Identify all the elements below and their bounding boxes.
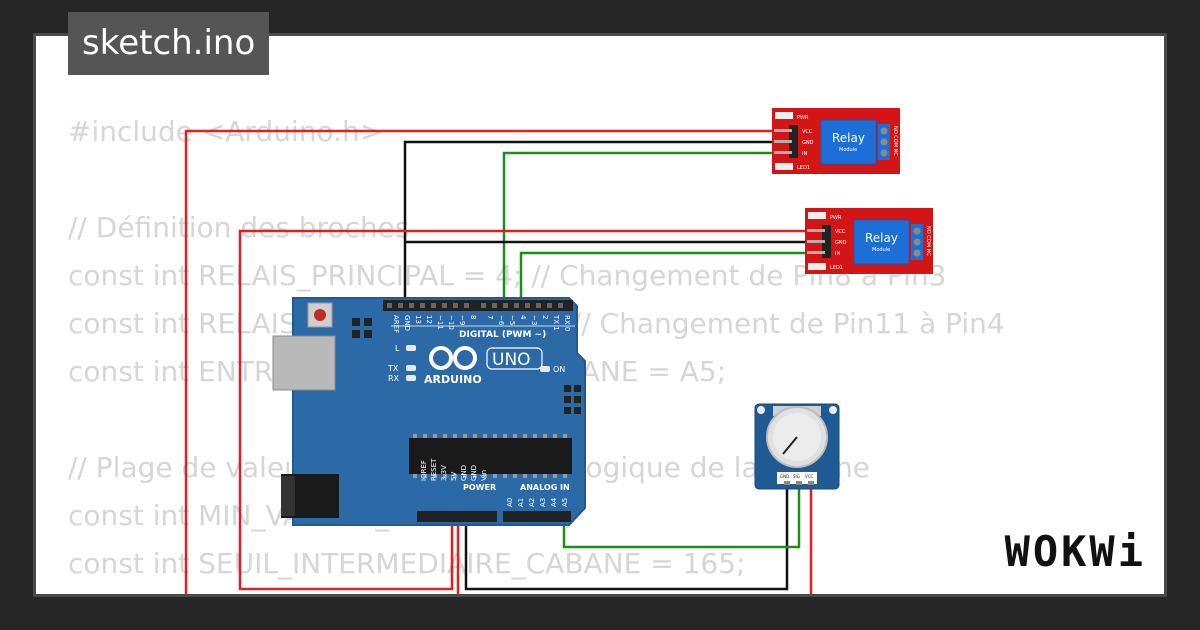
relay1-pwr-label: PWR <box>797 115 809 121</box>
power-header-label: POWER <box>463 483 496 492</box>
digital-header <box>383 300 573 311</box>
top-pin-label: TX 1 <box>552 314 560 331</box>
analog-pin-label: A3 <box>539 498 547 507</box>
power-pin-label: 3.3V <box>440 465 448 481</box>
relay2-pin-in: IN <box>835 251 840 257</box>
relay1-led-label: LED1 <box>797 165 810 171</box>
top-pin-label: 8 <box>469 315 477 319</box>
code-line: // Définition des broches <box>68 211 410 244</box>
analog-header <box>503 511 571 522</box>
analog-pin-label: A2 <box>528 498 536 507</box>
digital-header-label: DIGITAL (PWM ~) <box>459 330 546 340</box>
analog-pin-label: A4 <box>550 497 558 507</box>
wire-relay1-gnd[interactable] <box>403 140 776 307</box>
top-pin-label: 2 <box>541 315 549 319</box>
relay2-pin-vcc: VCC <box>835 229 846 235</box>
relay-module-2[interactable]: PWR LED1 VCC GND IN Relay Module NO COM … <box>805 208 933 274</box>
relay1-title: Relay <box>832 131 865 145</box>
arduino-brand: ARDUINO <box>424 373 482 386</box>
sketch-filename-tab[interactable]: sketch.ino <box>68 12 270 75</box>
power-pin-label: Vin <box>480 470 488 481</box>
wire-relay1-vcc[interactable] <box>184 129 776 597</box>
relay1-terminal-labels: NO COM NC <box>892 126 898 156</box>
code-line: const int SEUIL_INTERMEDIAIRE_CABANE = 1… <box>68 547 746 580</box>
wokwi-logo: WOKWi <box>1004 527 1146 576</box>
relay1-pin-vcc: VCC <box>802 129 813 135</box>
arduino-logo-icon <box>429 346 477 370</box>
power-pin-label: GND <box>460 465 468 481</box>
relay2-led-label: LED1 <box>830 265 843 271</box>
top-pin-label: ~6 <box>497 315 505 326</box>
wire-pot-sig[interactable] <box>562 481 801 549</box>
wire-relay2-in[interactable] <box>519 251 808 307</box>
usb-connector <box>272 335 336 391</box>
potentiometer[interactable]: GND SIG VCC <box>754 403 840 490</box>
top-pin-label: 12 <box>425 315 433 324</box>
power-pin-label: 5V <box>450 472 458 481</box>
power-header <box>417 511 497 522</box>
relay2-title: Relay <box>865 231 898 245</box>
power-pin-label: GND <box>470 465 478 481</box>
wire-relay1-in[interactable] <box>502 151 776 307</box>
analog-pin-label: A5 <box>561 498 569 507</box>
relay1-coil-block <box>820 119 877 165</box>
top-pin-label: ~3 <box>530 315 538 325</box>
analog-header-label: ANALOG IN <box>520 483 570 492</box>
relay2-terminal-labels: NO COM NC <box>925 226 931 256</box>
top-pin-label: 13 <box>414 315 422 324</box>
wire-relay2-vcc[interactable] <box>238 229 808 591</box>
pot-pin-gnd: GND <box>780 474 789 479</box>
top-pin-label: 7 <box>486 315 494 319</box>
analog-pin-label: A1 <box>517 498 525 507</box>
relay1-pin-in: IN <box>802 151 807 157</box>
wire-layer <box>184 129 813 597</box>
pot-pin-sig: SIG <box>793 474 800 479</box>
pot-pin-vcc: VCC <box>805 474 814 479</box>
top-pin-label: ~9 <box>458 315 466 325</box>
power-pin-label: IOREF <box>420 460 428 481</box>
top-pin-label: ~5 <box>508 315 516 325</box>
top-pin-label: GND <box>403 315 411 331</box>
wire-pot-gnd[interactable] <box>464 481 789 591</box>
relay2-pwr-label: PWR <box>830 215 842 221</box>
top-pin-label: ~10 <box>447 315 455 330</box>
relay2-subtitle: Module <box>872 247 890 253</box>
top-pin-label: RX 0 <box>563 315 571 331</box>
top-pin-label: ~11 <box>436 315 444 330</box>
analog-pin-label: A0 <box>506 498 514 507</box>
power-pin-label: RESET <box>430 458 438 481</box>
led-label-l: L <box>395 344 400 353</box>
preview-card: #include <Arduino.h>// Définition des br… <box>33 33 1167 597</box>
relay-module-1[interactable]: PWR LED1 VCC GND IN Relay Module NO COM … <box>772 108 900 174</box>
relay2-coil-block <box>853 219 910 265</box>
led-label-rx: RX <box>388 374 400 383</box>
atmega-chip <box>409 438 572 474</box>
led-label-tx: TX <box>387 364 399 373</box>
relay1-pin-gnd: GND <box>802 140 814 146</box>
arduino-model: UNO <box>492 350 531 370</box>
top-pin-label: AREF <box>392 315 400 333</box>
relay1-subtitle: Module <box>839 147 857 153</box>
top-pin-label: 4 <box>519 315 527 320</box>
on-label: ON <box>553 365 565 374</box>
relay2-pin-gnd: GND <box>835 240 847 246</box>
